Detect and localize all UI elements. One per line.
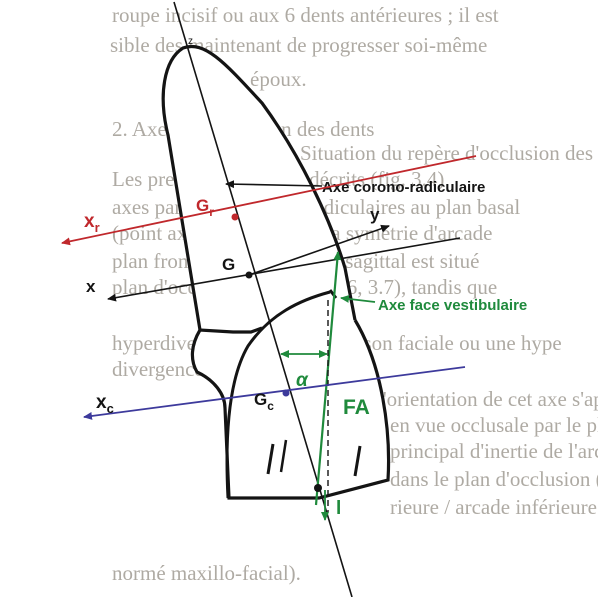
crown-groove <box>353 445 362 477</box>
crown-groove <box>279 439 288 473</box>
x-axis-line <box>107 237 461 302</box>
gr-label: Gr <box>196 196 214 219</box>
cingulum-curve <box>225 290 331 499</box>
x-label: x <box>86 277 96 296</box>
tooth-root-outline <box>161 44 357 331</box>
page-text-line: dans le plan d'occlusion (fig. 3.6 d) (a… <box>390 467 598 491</box>
y-axis-line <box>248 224 390 276</box>
axe-corono-label: Axe corono-radiculaire <box>322 179 485 196</box>
fa-axis-line <box>314 251 342 506</box>
xc-axis-line <box>83 366 466 420</box>
crown-groove <box>266 443 275 475</box>
axe-face-pointer <box>340 294 376 303</box>
g-point <box>245 271 253 279</box>
z-axis-line <box>173 1 353 597</box>
axe-face-label: Axe face vestibulaire <box>378 297 527 314</box>
l-label: l <box>336 498 341 519</box>
page-text-line: normé maxillo-facial). <box>112 561 301 585</box>
xc-label: xc <box>96 392 114 416</box>
axe-corono-pointer <box>225 180 323 189</box>
y-label: y <box>370 205 380 224</box>
z-label: z <box>188 36 193 47</box>
xr-axis-line <box>61 155 477 246</box>
fa-bottom-point <box>314 484 322 492</box>
page-text-line: rieure / arcade inférieure et arcades / … <box>390 495 598 519</box>
gc-point <box>282 389 290 397</box>
page-text-line: sible des maintenant de progresser soi-m… <box>110 33 487 57</box>
fa-label: FA <box>343 396 370 419</box>
xr-label: xr <box>84 211 100 235</box>
tooth-crown-stroke <box>190 319 391 500</box>
alpha-label: α <box>296 370 309 391</box>
gr-point <box>231 213 239 221</box>
g-label: G <box>222 255 235 274</box>
page-text-line: L'orientation de cet axe s'appuie pour c… <box>370 387 598 411</box>
page-text-line: roupe incisif ou aux 6 dents antérieures… <box>112 3 499 27</box>
gc-label: Gc <box>254 390 274 413</box>
tooth-crown-outline <box>191 290 389 498</box>
page-text-line: époux. <box>250 67 307 91</box>
page-text-line: en vue occlusale par le plan sagittal d'… <box>390 413 598 437</box>
page-text-line: principal d'inertie de l'arcade) définit… <box>390 439 598 463</box>
